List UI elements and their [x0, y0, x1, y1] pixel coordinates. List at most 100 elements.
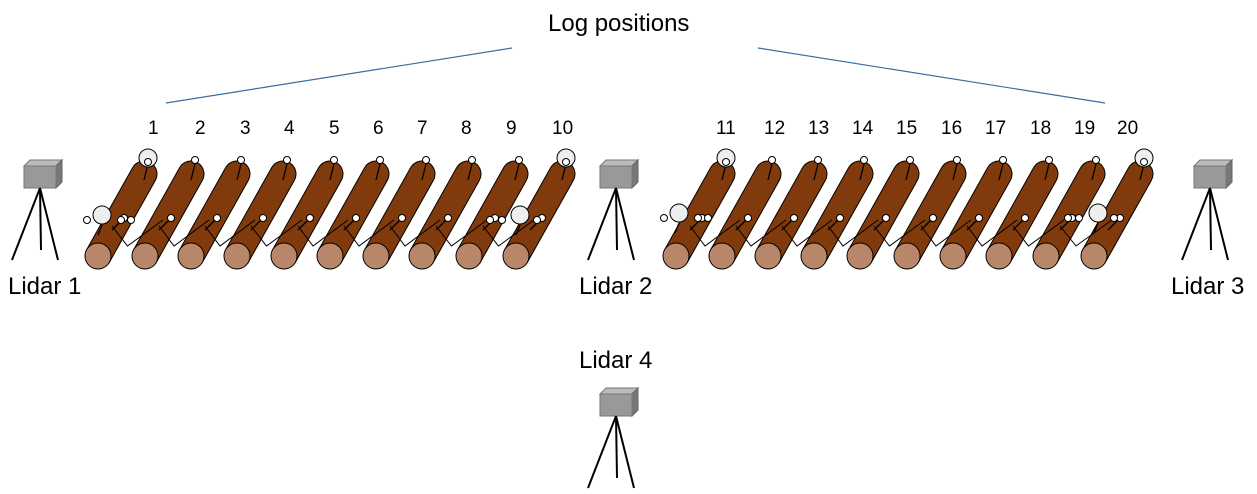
marker-dot	[422, 156, 430, 164]
marker-dot	[515, 156, 523, 164]
lidar-1	[11, 158, 64, 261]
marker-dot	[660, 214, 668, 222]
sphere-stick	[1093, 222, 1099, 234]
log-link	[389, 219, 441, 247]
mid-marker-dot	[213, 214, 221, 222]
marker-dot	[486, 216, 494, 224]
mid-marker-stick	[781, 219, 793, 231]
diagram-title: Log positions	[548, 10, 690, 37]
marker-dot	[722, 158, 730, 166]
log-end	[270, 242, 298, 270]
log-link	[1012, 219, 1065, 247]
mid-marker-stick	[158, 219, 170, 231]
log-link	[920, 219, 972, 247]
log-number-label: 10	[552, 118, 574, 139]
marker-stick	[1044, 163, 1050, 181]
marker-dot	[330, 156, 338, 164]
links-layer	[111, 219, 1113, 247]
log-number-label: 5	[329, 118, 340, 139]
log-link	[204, 219, 256, 247]
log-end	[662, 242, 690, 270]
tripod-leg	[39, 187, 42, 251]
lidar-1-label: Lidar 1	[8, 273, 82, 300]
log-11	[662, 160, 736, 270]
tripod-leg	[587, 415, 617, 489]
log-link	[111, 219, 164, 247]
mid-marker-dot	[444, 214, 452, 222]
mid-marker-dot	[790, 214, 798, 222]
marker-dot	[906, 156, 914, 164]
marker-dot	[191, 156, 199, 164]
log-link	[873, 219, 926, 247]
lidar-4-label: Lidar 4	[579, 347, 653, 374]
log-number-label: 17	[985, 118, 1007, 139]
log-link	[343, 219, 395, 247]
marker-stick	[329, 163, 335, 181]
tripod-leg	[587, 187, 617, 261]
log-end	[800, 242, 828, 270]
logs-layer	[84, 160, 1154, 270]
mid-marker-stick	[827, 219, 839, 231]
log-end	[754, 242, 782, 270]
camera-body	[599, 393, 633, 417]
marker-dot	[1064, 214, 1072, 222]
log-number-label: 15	[896, 118, 918, 139]
marker-dot	[814, 156, 822, 164]
reference-sphere	[510, 205, 530, 225]
reference-sphere	[1088, 203, 1108, 223]
log-9	[455, 160, 529, 270]
log-16	[893, 160, 967, 270]
log-link	[158, 219, 210, 247]
marker-dot	[533, 216, 541, 224]
mid-marker-dot	[398, 214, 406, 222]
log-end	[1080, 242, 1108, 270]
log-end	[316, 242, 344, 270]
lidar-2	[587, 158, 640, 261]
log-number-label: 11	[716, 118, 736, 139]
log-number-label: 1	[148, 118, 159, 139]
log-14	[800, 160, 874, 270]
sphere-stick	[97, 224, 103, 236]
marker-dot	[1045, 156, 1053, 164]
sphere-stick	[674, 222, 680, 234]
marker-dot	[562, 158, 570, 166]
lidar-4	[587, 386, 640, 489]
camera-body	[23, 165, 57, 189]
marker-dot	[694, 214, 702, 222]
log-end	[362, 242, 390, 270]
marker-stick	[1091, 163, 1097, 181]
log-link	[250, 219, 303, 247]
lidar-3	[1181, 158, 1234, 261]
marker-dot	[1140, 158, 1148, 166]
log-19	[1032, 160, 1106, 270]
mid-marker-stick	[1107, 219, 1119, 231]
mid-marker-dot	[306, 214, 314, 222]
log-end	[502, 242, 530, 270]
marker-stick	[467, 163, 473, 181]
log-number-label: 13	[808, 118, 830, 139]
title-pointer-left	[165, 47, 513, 104]
reference-sphere	[92, 205, 112, 225]
log-number-label: 16	[941, 118, 963, 139]
marker-dot	[999, 156, 1007, 164]
mid-marker-stick	[297, 219, 309, 231]
mid-marker-dot	[744, 214, 752, 222]
log-end	[893, 242, 921, 270]
log-link	[781, 219, 833, 247]
marker-dot	[498, 216, 506, 224]
log-link	[827, 219, 879, 247]
tripod-leg	[615, 415, 635, 489]
marker-dot	[83, 216, 91, 224]
marker-dot	[1075, 214, 1083, 222]
camera-body	[1193, 165, 1227, 189]
marker-stick	[813, 163, 819, 181]
marker-stick	[859, 163, 865, 181]
mid-marker-dot	[259, 214, 267, 222]
log-end	[846, 242, 874, 270]
log-link	[482, 219, 535, 247]
log-1	[84, 160, 158, 270]
log-20	[1080, 160, 1154, 270]
marker-stick	[952, 163, 958, 181]
marker-stick	[282, 163, 288, 181]
